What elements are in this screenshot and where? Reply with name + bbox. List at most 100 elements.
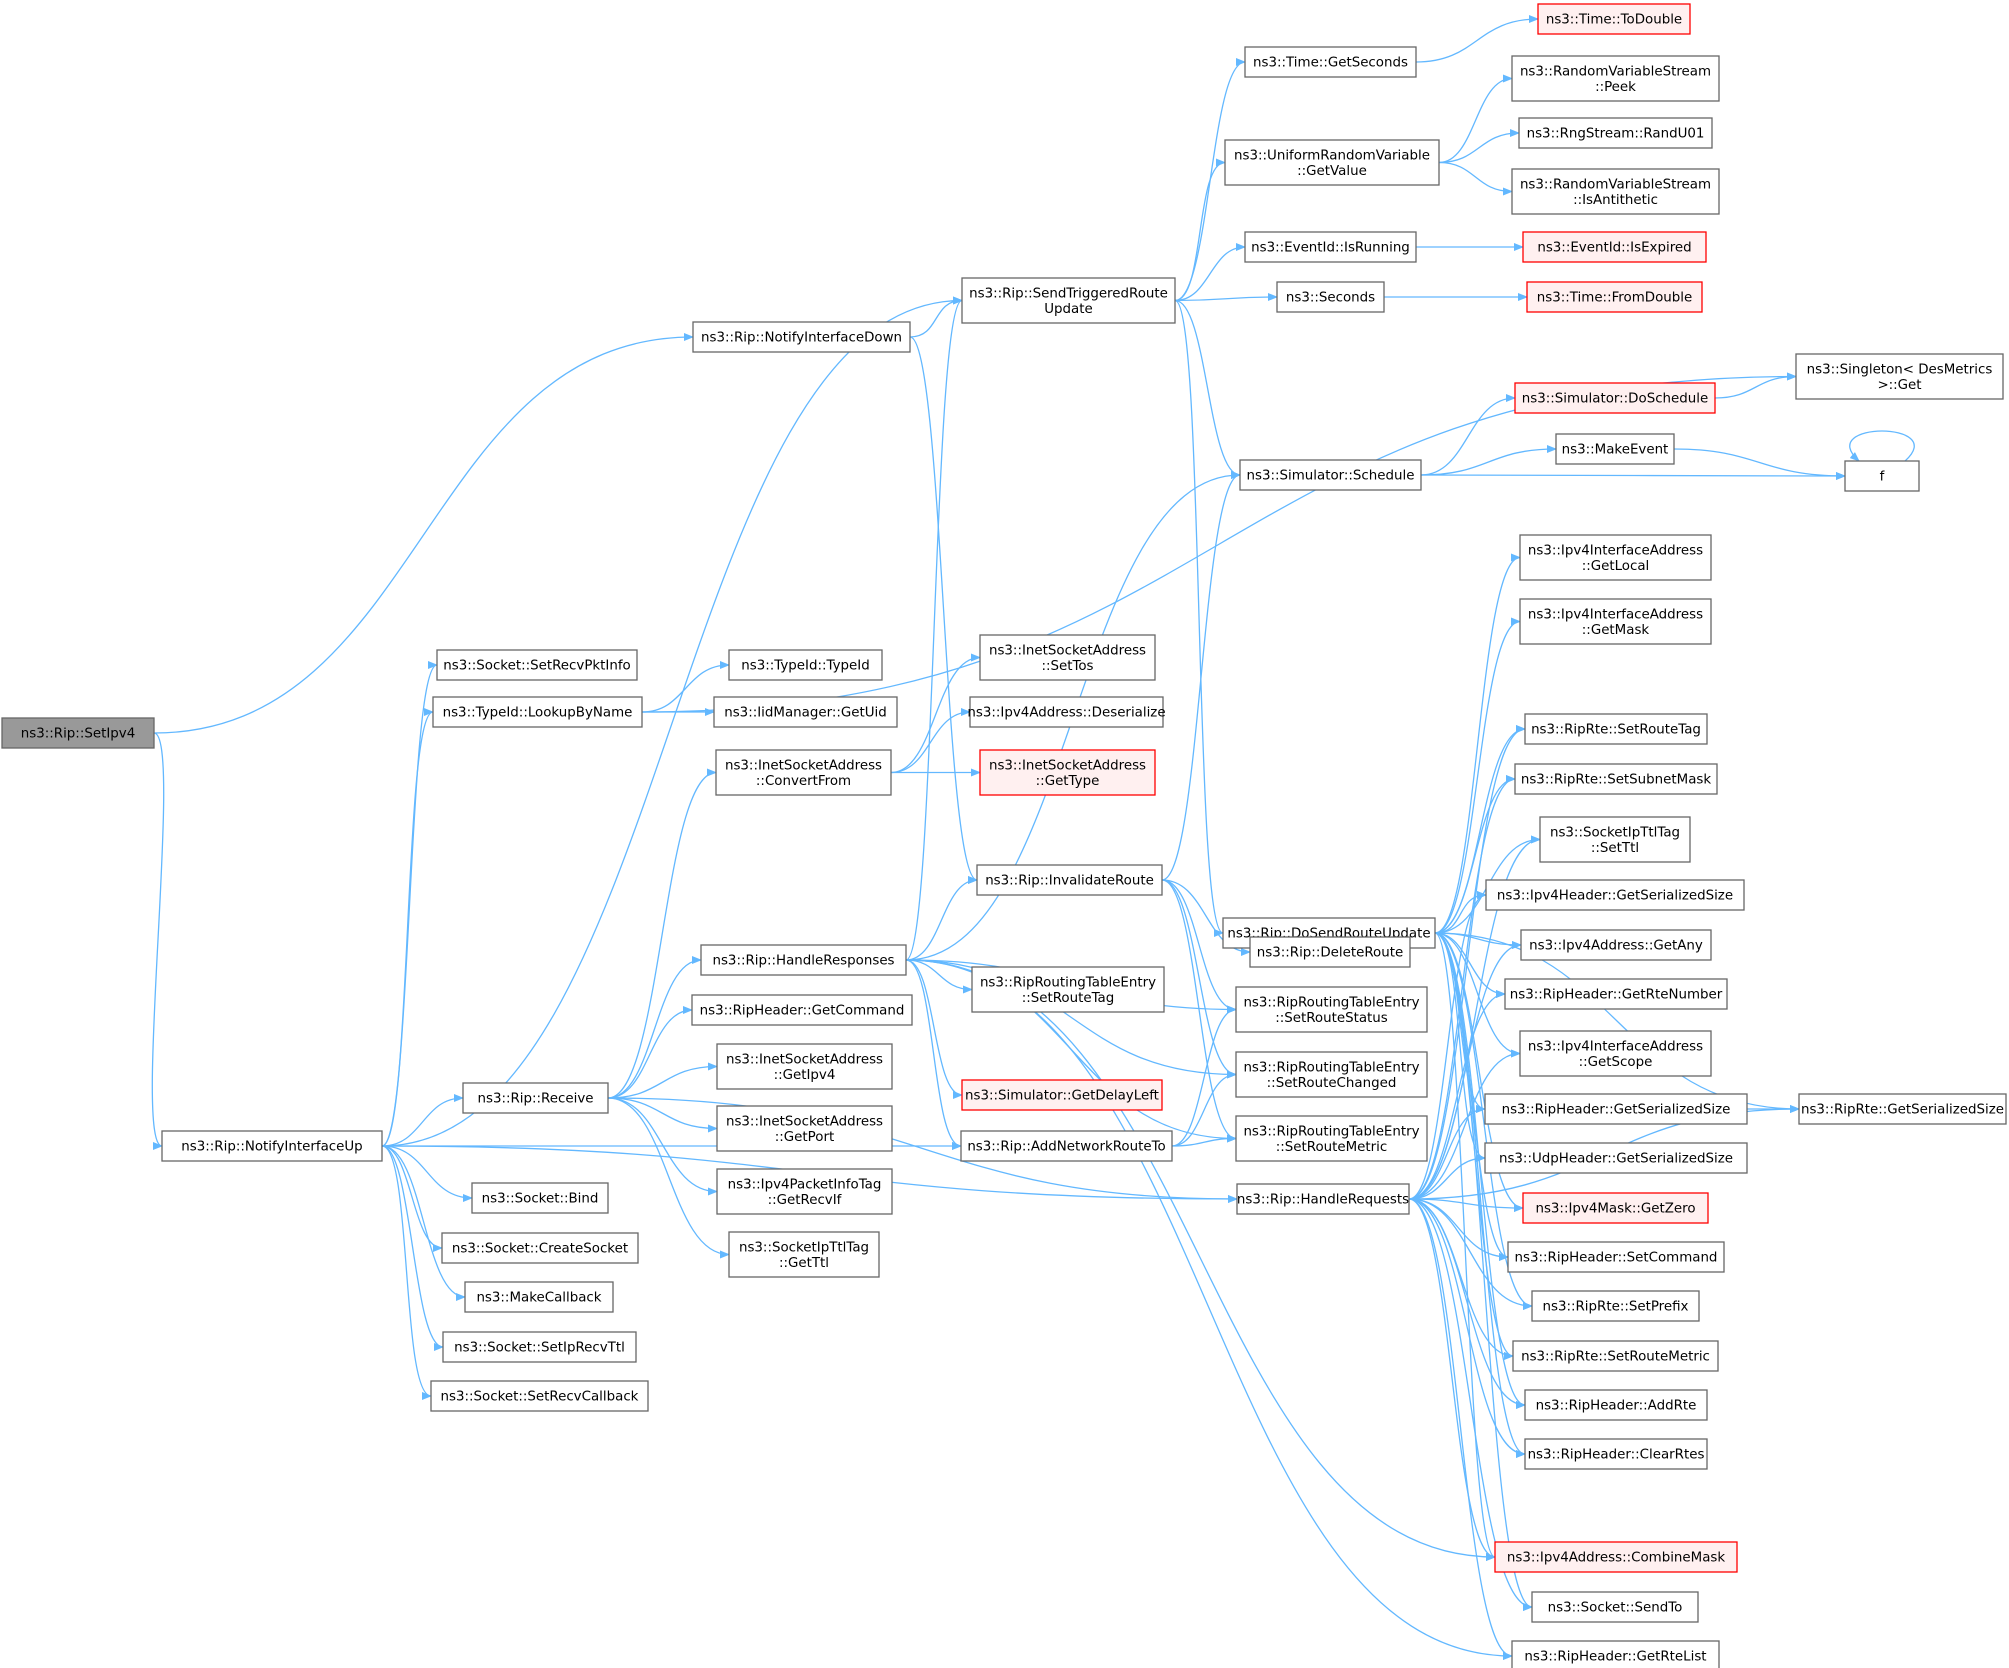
node-box[interactable] [471,1182,609,1214]
node-fromdouble[interactable]: ns3::Time::FromDouble [1526,281,1703,313]
node-handleresp[interactable]: ns3::Rip::HandleResponses [700,944,907,976]
node-box[interactable] [961,1079,1163,1111]
node-box[interactable] [1511,1640,1720,1668]
node-box[interactable] [1519,534,1712,581]
node-box[interactable] [1494,1541,1738,1573]
node-uniform[interactable]: ns3::UniformRandomVariable::GetValue [1224,139,1440,186]
node-box[interactable] [700,944,907,976]
node-box[interactable] [1522,1192,1709,1224]
node-rtemetric[interactable]: ns3::RipRoutingTableEntry::SetRouteMetri… [1235,1115,1428,1162]
node-box[interactable] [1519,1030,1712,1077]
node-getuid[interactable]: ns3::IidManager::GetUid [713,696,898,728]
node-box[interactable] [1514,763,1718,795]
node-peek[interactable]: ns3::RandomVariableStream::Peek [1511,55,1720,102]
node-singleton[interactable]: ns3::Singleton< DesMetrics>::Get [1795,353,2004,400]
node-box[interactable] [1249,936,1411,968]
node-getscope[interactable]: ns3::Ipv4InterfaceAddress::GetScope [1519,1030,1712,1077]
node-box[interactable] [1235,1051,1428,1098]
node-setrecvpkt[interactable]: ns3::Socket::SetRecvPktInfo [436,649,638,681]
node-box[interactable] [1504,978,1728,1010]
node-box[interactable] [716,1043,893,1090]
node-getport[interactable]: ns3::InetSocketAddress::GetPort [716,1105,893,1152]
node-box[interactable] [1539,816,1691,863]
node-box[interactable] [1519,598,1712,645]
node-box[interactable] [691,994,913,1026]
node-box[interactable] [728,1231,880,1278]
node-handlereq[interactable]: ns3::Rip::HandleRequests [1236,1183,1410,1215]
node-doschedule[interactable]: ns3::Simulator::DoSchedule [1514,382,1716,414]
node-box[interactable] [1484,1142,1748,1174]
node-makecb[interactable]: ns3::MakeCallback [464,1281,614,1313]
node-box[interactable] [1531,1591,1699,1623]
node-box[interactable] [1,717,155,749]
node-box[interactable] [1522,231,1707,263]
node-isrunning[interactable]: ns3::EventId::IsRunning [1244,231,1417,263]
node-notifydown[interactable]: ns3::Rip::NotifyInterfaceDown [692,321,911,353]
node-box[interactable] [1524,713,1708,745]
node-addnet[interactable]: ns3::Rip::AddNetworkRouteTo [960,1130,1173,1162]
node-isanti[interactable]: ns3::RandomVariableStream::IsAntithetic [1511,168,1720,215]
node-setprefix[interactable]: ns3::RipRte::SetPrefix [1531,1290,1700,1322]
node-getmask[interactable]: ns3::Ipv4InterfaceAddress::GetMask [1519,598,1712,645]
node-seconds[interactable]: ns3::Seconds [1276,281,1385,313]
node-ripsettag[interactable]: ns3::RipRte::SetRouteTag [1524,713,1708,745]
node-makeevent[interactable]: ns3::MakeEvent [1555,433,1675,465]
node-invalidate[interactable]: ns3::Rip::InvalidateRoute [976,864,1163,896]
node-box[interactable] [961,277,1176,324]
node-sendto[interactable]: ns3::Socket::SendTo [1531,1591,1699,1623]
node-combinemask[interactable]: ns3::Ipv4Address::CombineMask [1494,1541,1738,1573]
node-deserialize[interactable]: ns3::Ipv4Address::Deserialize [967,696,1166,728]
node-box[interactable] [1484,1093,1748,1125]
node-box[interactable] [976,864,1163,896]
node-box[interactable] [1795,353,2004,400]
node-box[interactable] [715,749,892,796]
node-box[interactable] [716,1168,893,1215]
node-box[interactable] [436,649,638,681]
node-lookup[interactable]: ns3::TypeId::LookupByName [432,696,643,728]
node-rtechanged[interactable]: ns3::RipRoutingTableEntry::SetRouteChang… [1235,1051,1428,1098]
node-clearrtes[interactable]: ns3::RipHeader::ClearRtes [1524,1438,1708,1470]
node-box[interactable] [464,1281,614,1313]
node-setrecvcb[interactable]: ns3::Socket::SetRecvCallback [430,1380,649,1412]
node-setsubnet[interactable]: ns3::RipRte::SetSubnetMask [1514,763,1718,795]
node-box[interactable] [1514,382,1716,414]
node-box[interactable] [1244,231,1417,263]
node-box[interactable] [1512,1340,1719,1372]
node-getrtelist[interactable]: ns3::RipHeader::GetRteList [1511,1640,1720,1668]
node-box[interactable] [1244,46,1417,78]
node-getrecvif[interactable]: ns3::Ipv4PacketInfoTag::GetRecvIf [716,1168,893,1215]
node-udphdrsize[interactable]: ns3::UdpHeader::GetSerializedSize [1484,1142,1748,1174]
node-schedule[interactable]: ns3::Simulator::Schedule [1239,459,1422,491]
node-box[interactable] [432,696,643,728]
node-box[interactable] [1239,459,1422,491]
node-box[interactable] [1524,1389,1708,1421]
node-addrte[interactable]: ns3::RipHeader::AddRte [1524,1389,1708,1421]
node-getseconds[interactable]: ns3::Time::GetSeconds [1244,46,1417,78]
node-box[interactable] [1844,460,1920,492]
node-getzero[interactable]: ns3::Ipv4Mask::GetZero [1522,1192,1709,1224]
node-getipv4[interactable]: ns3::InetSocketAddress::GetIpv4 [716,1043,893,1090]
node-box[interactable] [1520,929,1712,961]
node-box[interactable] [960,1130,1173,1162]
node-setcommand[interactable]: ns3::RipHeader::SetCommand [1507,1241,1725,1273]
node-box[interactable] [1236,1183,1410,1215]
node-createsock[interactable]: ns3::Socket::CreateSocket [441,1232,639,1264]
node-box[interactable] [1555,433,1675,465]
node-getttl[interactable]: ns3::SocketIpTtlTag::GetTtl [728,1231,880,1278]
node-ipv4hdrsize[interactable]: ns3::Ipv4Header::GetSerializedSize [1485,879,1745,911]
node-riphdrsize[interactable]: ns3::RipHeader::GetSerializedSize [1484,1093,1748,1125]
node-box[interactable] [442,1331,637,1363]
node-randu01[interactable]: ns3::RngStream::RandU01 [1518,117,1713,149]
node-typeid[interactable]: ns3::TypeId::TypeId [728,649,883,681]
node-box[interactable] [979,749,1156,796]
node-box[interactable] [713,696,898,728]
node-convertfrom[interactable]: ns3::InetSocketAddress::ConvertFrom [715,749,892,796]
node-box[interactable] [1537,3,1691,35]
node-box[interactable] [1518,117,1713,149]
node-f[interactable]: f [1844,460,1920,492]
node-setipv4[interactable]: ns3::Rip::SetIpv4 [1,717,155,749]
node-getcommand[interactable]: ns3::RipHeader::GetCommand [691,994,913,1026]
node-rtenumber[interactable]: ns3::RipHeader::GetRteNumber [1504,978,1728,1010]
node-box[interactable] [430,1380,649,1412]
